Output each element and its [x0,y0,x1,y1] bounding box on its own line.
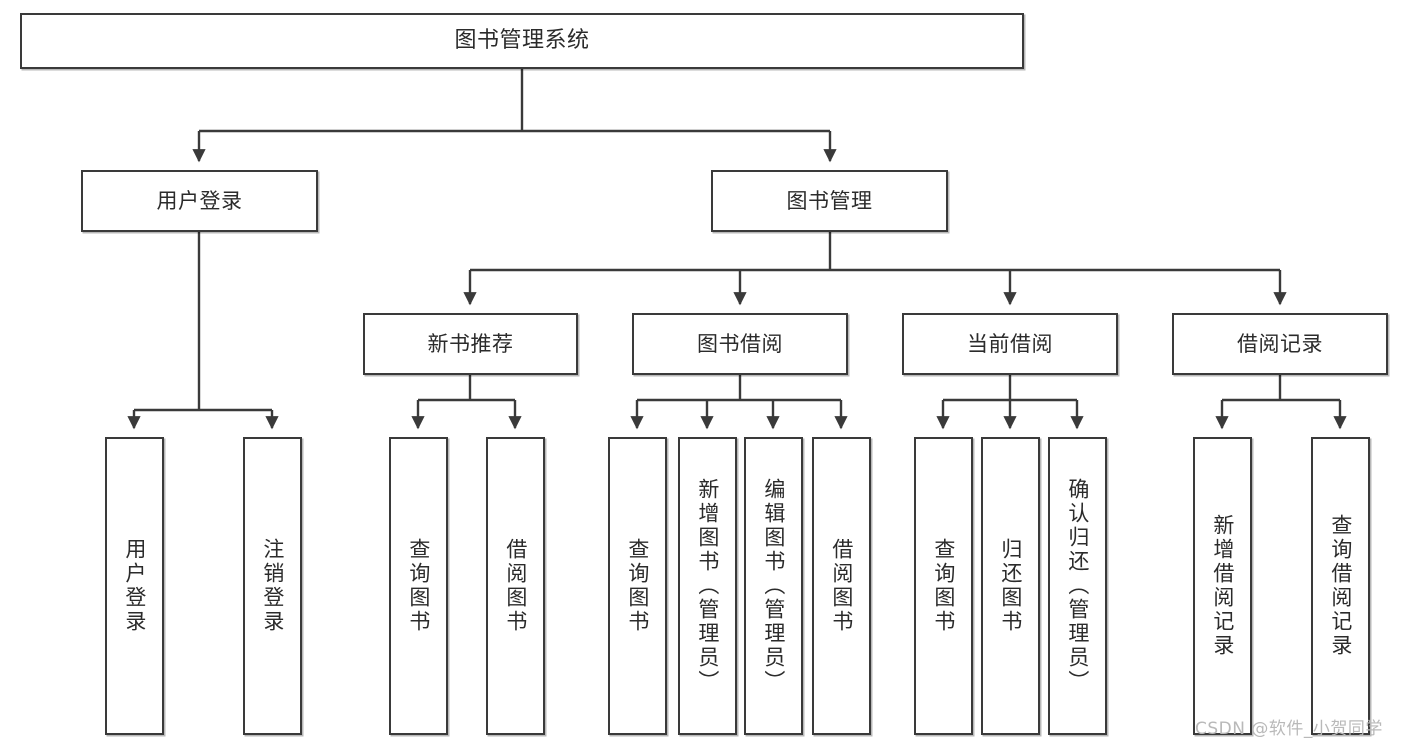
node-leaf-borrow-book-2-label: 借阅图书 [829,538,854,634]
node-leaf-query-book-1[interactable]: 查询图书 [389,437,448,735]
node-leaf-query-book-2-label: 查询图书 [625,538,650,634]
node-leaf-query-book-3[interactable]: 查询图书 [914,437,973,735]
node-leaf-query-book-2[interactable]: 查询图书 [608,437,667,735]
node-leaf-user-login-label: 用户登录 [122,538,147,634]
node-leaf-borrow-book-1-label: 借阅图书 [503,538,528,634]
node-leaf-logout-label: 注销登录 [260,538,285,634]
node-leaf-add-book-label: 新增图书（管理员） [695,478,720,694]
node-leaf-logout[interactable]: 注销登录 [243,437,302,735]
node-leaf-confirm-return-label: 确认归还（管理员） [1065,478,1090,694]
node-leaf-query-record[interactable]: 查询借阅记录 [1311,437,1370,735]
node-new-book-recommend-label: 新书推荐 [427,331,514,356]
node-leaf-confirm-return[interactable]: 确认归还（管理员） [1048,437,1107,735]
node-leaf-edit-book[interactable]: 编辑图书（管理员） [744,437,803,735]
node-borrow-record-label: 借阅记录 [1237,331,1323,356]
node-leaf-add-book[interactable]: 新增图书（管理员） [678,437,737,735]
node-leaf-query-book-1-label: 查询图书 [406,538,431,634]
node-book-management-label: 图书管理 [786,188,873,213]
node-leaf-add-record-label: 新增借阅记录 [1210,514,1235,658]
node-user-login-label: 用户登录 [156,188,243,213]
node-root-system[interactable]: 图书管理系统 [20,13,1024,69]
node-leaf-query-record-label: 查询借阅记录 [1328,514,1353,658]
node-user-login[interactable]: 用户登录 [81,170,318,232]
node-book-borrow[interactable]: 图书借阅 [632,313,848,375]
node-leaf-borrow-book-1[interactable]: 借阅图书 [486,437,545,735]
node-book-borrow-label: 图书借阅 [697,331,783,356]
node-new-book-recommend[interactable]: 新书推荐 [363,313,578,375]
node-borrow-record[interactable]: 借阅记录 [1172,313,1388,375]
node-book-management[interactable]: 图书管理 [711,170,948,232]
node-root-system-label: 图书管理系统 [454,28,590,54]
node-leaf-return-book[interactable]: 归还图书 [981,437,1040,735]
node-leaf-edit-book-label: 编辑图书（管理员） [761,478,786,694]
node-leaf-return-book-label: 归还图书 [998,538,1023,634]
node-leaf-user-login[interactable]: 用户登录 [105,437,164,735]
node-leaf-query-book-3-label: 查询图书 [931,538,956,634]
node-leaf-borrow-book-2[interactable]: 借阅图书 [812,437,871,735]
node-current-borrow[interactable]: 当前借阅 [902,313,1118,375]
node-leaf-add-record[interactable]: 新增借阅记录 [1193,437,1252,735]
node-current-borrow-label: 当前借阅 [967,331,1053,356]
csdn-watermark: CSDN @软件_小贺同学 [1195,719,1383,739]
